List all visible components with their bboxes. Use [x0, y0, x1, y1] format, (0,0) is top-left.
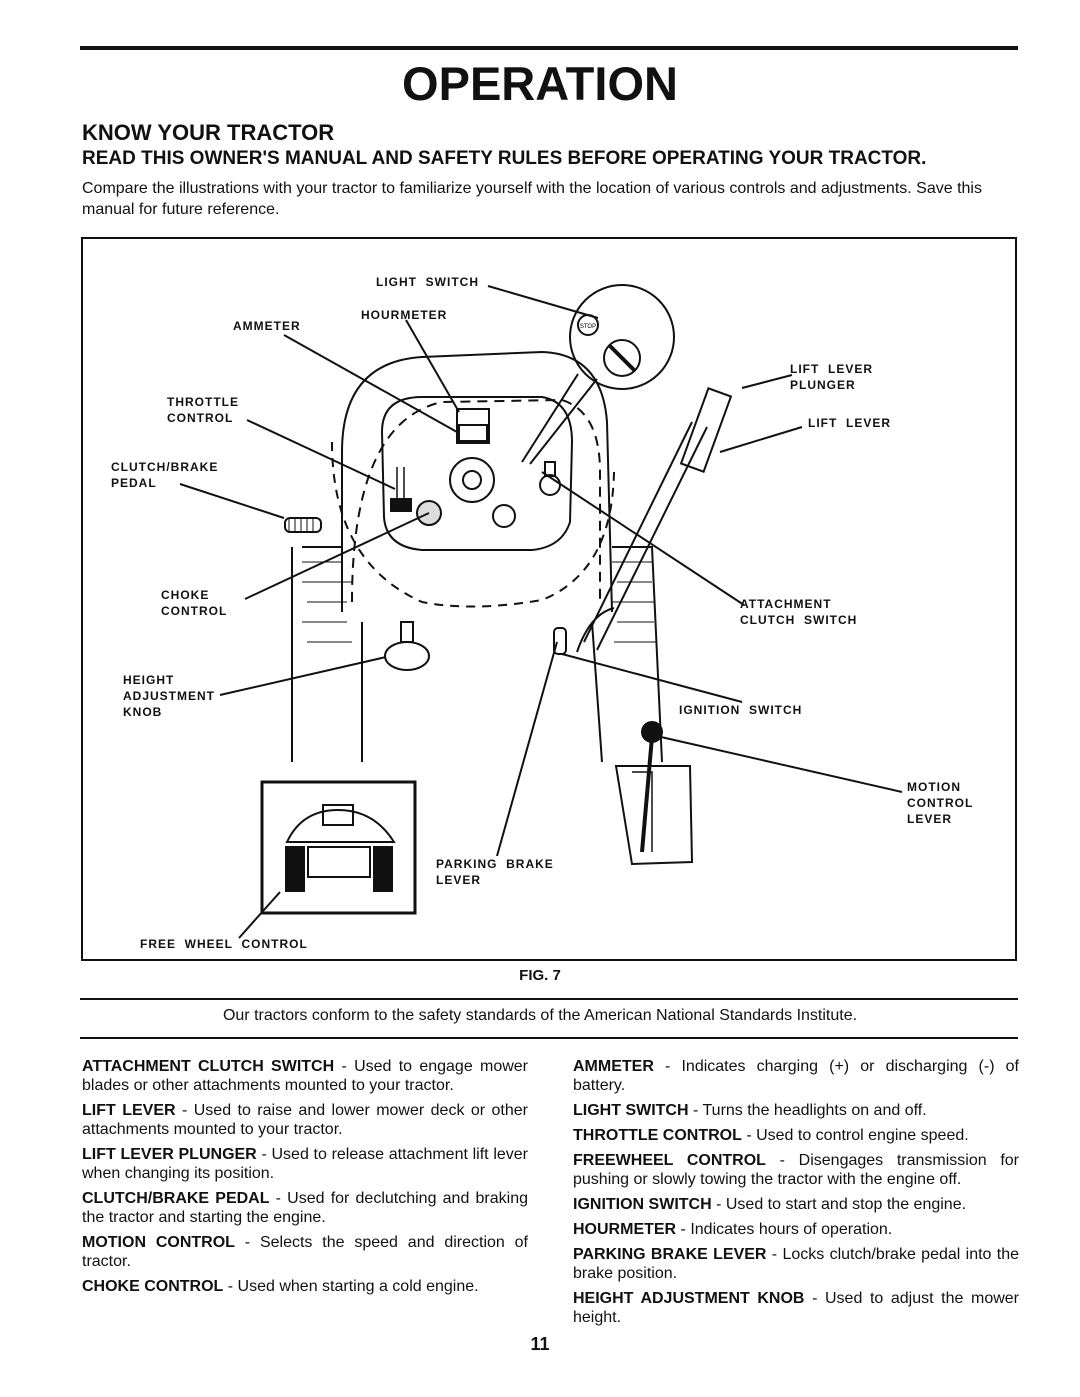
figure-caption: FIG. 7 [519, 967, 561, 984]
definition-text: Indicates hours of operation. [690, 1221, 893, 1238]
page-number: 11 [530, 1334, 550, 1354]
definition-text: Selects the speed and direction of tract… [82, 1234, 528, 1270]
definition-text: Locks clutch/brake pedal into the brake … [573, 1246, 1020, 1282]
definition-text: Used for declutching and braking the tra… [82, 1190, 528, 1226]
definition-term: LIGHT SWITCH [573, 1102, 689, 1119]
definition-text: Used to control engine speed. [756, 1127, 969, 1144]
definition-item: LIFT LEVER PLUNGER - Used to release att… [82, 1146, 529, 1182]
definition-item: CHOKE CONTROL - Used when starting a col… [82, 1278, 479, 1295]
definition-text: Used when starting a cold engine. [237, 1278, 479, 1295]
definition-term: IGNITION SWITCH [573, 1196, 712, 1213]
definition-term: HOURMETER [573, 1221, 677, 1238]
label-lift-lever-plunger: LIFT LEVER PLUNGER [790, 362, 873, 392]
definition-text: Indicates charging (+) or discharging (-… [573, 1058, 1020, 1094]
tractor-controls-illustration: STOP [179, 284, 903, 939]
definition-text: Disengages transmission for pushing or s… [573, 1152, 1020, 1188]
definition-text: Used to start and stop the engine. [725, 1196, 967, 1213]
label-ammeter: AMMETER [233, 319, 301, 333]
label-ignition-switch: IGNITION SWITCH [679, 703, 803, 717]
definition-term: LIFT LEVER PLUNGER [82, 1146, 257, 1163]
definition-item: CLUTCH/BRAKE PEDAL - Used for declutchin… [82, 1190, 528, 1226]
definition-item: LIFT LEVER - Used to raise and lower mow… [82, 1102, 529, 1138]
label-lift-lever: LIFT LEVER [808, 416, 891, 430]
divider-bottom [80, 1037, 1018, 1039]
definition-text: Used to release attachment lift lever wh… [82, 1146, 529, 1182]
label-light-switch: LIGHT SWITCH [376, 275, 479, 289]
label-clutch-brake-pedal: CLUTCH/BRAKE PEDAL [111, 460, 219, 490]
definition-text: Used to adjust the mower height. [573, 1290, 1020, 1326]
definition-term: CLUTCH/BRAKE PEDAL [82, 1190, 270, 1207]
definition-term: LIFT LEVER [82, 1102, 176, 1119]
page-title: OPERATION [402, 57, 678, 110]
definition-item: LIGHT SWITCH - Turns the headlights on a… [573, 1102, 927, 1119]
definition-item: PARKING BRAKE LEVER - Locks clutch/brake… [573, 1246, 1020, 1282]
standards-note: Our tractors conform to the safety stand… [222, 1007, 858, 1024]
definition-term: CHOKE CONTROL [82, 1278, 224, 1295]
definition-item: FREEWHEEL CONTROL - Disengages transmiss… [573, 1152, 1020, 1188]
definition-term: THROTTLE CONTROL [573, 1127, 742, 1144]
right-definitions-column: AMMETER - Indicates charging (+) or disc… [573, 1057, 1019, 1333]
definition-term: FREEWHEEL CONTROL [573, 1152, 766, 1169]
top-rule [80, 46, 1018, 50]
definition-term: ATTACHMENT CLUTCH SWITCH [82, 1058, 335, 1075]
stop-label: STOP [580, 324, 596, 330]
label-motion-control-lever: MOTION CONTROL LEVER [907, 780, 974, 826]
figure-7: STOP LIGHT SWITCH HOURMETER AMMETER THRO… [81, 237, 1017, 961]
section-title: KNOW YOUR TRACTOR [82, 120, 335, 145]
label-attachment-clutch-switch: ATTACHMENT CLUTCH SWITCH [740, 597, 858, 627]
label-throttle-control: THROTTLE CONTROL [167, 395, 239, 425]
definition-item: AMMETER - Indicates charging (+) or disc… [573, 1058, 1020, 1094]
definition-item: HOURMETER - Indicates hours of operation… [573, 1221, 893, 1238]
definition-term: AMMETER [573, 1058, 654, 1075]
subtitle: READ THIS OWNER'S MANUAL AND SAFETY RULE… [82, 148, 927, 169]
definition-text: Turns the headlights on and off. [702, 1102, 927, 1119]
definition-item: MOTION CONTROL - Selects the speed and d… [82, 1234, 528, 1270]
left-definitions-column: ATTACHMENT CLUTCH SWITCH - Used to engag… [82, 1057, 528, 1302]
label-choke-control: CHOKE CONTROL [161, 588, 228, 618]
label-parking-brake-lever: PARKING BRAKE LEVER [436, 857, 554, 887]
definition-term: HEIGHT ADJUSTMENT KNOB [573, 1290, 805, 1307]
intro-paragraph: Compare the illustrations with your trac… [82, 180, 982, 218]
definition-text: Used to engage mower blades or other att… [82, 1058, 529, 1094]
definition-item: HEIGHT ADJUSTMENT KNOB - Used to adjust … [573, 1290, 1020, 1326]
label-hourmeter: HOURMETER [361, 308, 448, 322]
definition-item: THROTTLE CONTROL - Used to control engin… [573, 1127, 969, 1144]
definition-item: ATTACHMENT CLUTCH SWITCH - Used to engag… [82, 1058, 529, 1094]
definition-term: MOTION CONTROL [82, 1234, 235, 1251]
definition-term: PARKING BRAKE LEVER [573, 1246, 767, 1263]
divider-top [80, 998, 1018, 1000]
label-height-adjustment-knob: HEIGHT ADJUSTMENT KNOB [123, 673, 216, 719]
definition-item: IGNITION SWITCH - Used to start and stop… [573, 1196, 967, 1213]
definition-text: Used to raise and lower mower deck or ot… [82, 1102, 529, 1138]
label-free-wheel-control: FREE WHEEL CONTROL [140, 937, 308, 951]
